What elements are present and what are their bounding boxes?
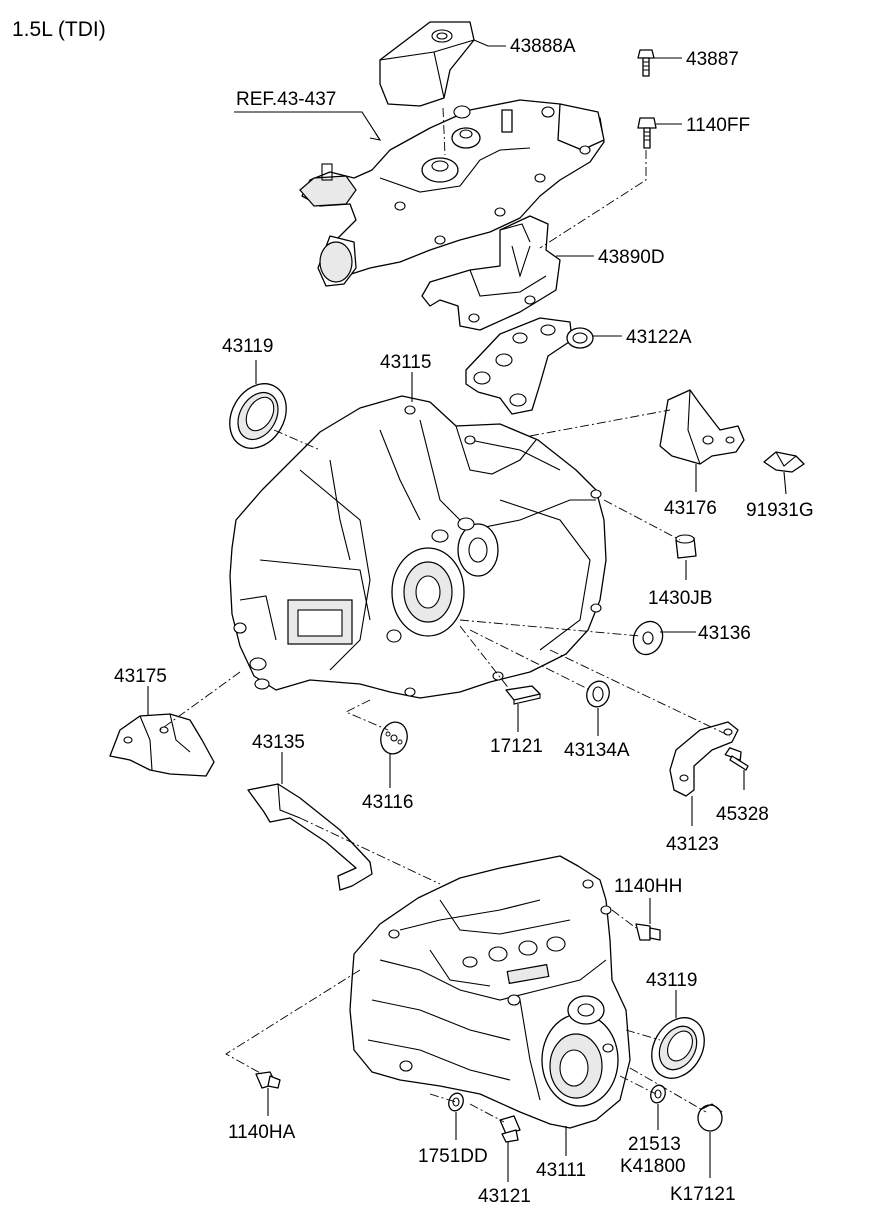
part-43890D-interlock-plate[interactable] — [421, 215, 561, 331]
label-43116[interactable]: 43116 — [362, 792, 413, 813]
washer-21513[interactable] — [648, 1083, 667, 1105]
seal-43134A[interactable] — [583, 678, 613, 710]
label-43122A[interactable]: 43122A — [626, 327, 692, 348]
dowel-pin-1430JB[interactable] — [675, 534, 697, 559]
bolt-1140HA[interactable] — [255, 1071, 281, 1089]
label-1751DD[interactable]: 1751DD — [418, 1146, 488, 1167]
label-43175[interactable]: 43175 — [114, 666, 167, 687]
label-ref-43-437[interactable]: REF.43-437 — [236, 89, 336, 110]
callout-labels: 43888A 43887 REF.43-437 1140FF 43890D 43… — [114, 36, 814, 1207]
clutch-housing-43115[interactable] — [229, 395, 607, 699]
label-43176[interactable]: 43176 — [664, 498, 717, 519]
label-1140HA[interactable]: 1140HA — [228, 1122, 296, 1143]
label-43887[interactable]: 43887 — [686, 49, 739, 70]
washer-1751DD[interactable] — [446, 1091, 465, 1113]
label-43134A[interactable]: 43134A — [564, 740, 630, 761]
oil-seal-43119-top[interactable] — [218, 374, 297, 459]
label-43115[interactable]: 43115 — [380, 352, 431, 373]
label-45328[interactable]: 45328 — [716, 804, 769, 825]
guide-43135[interactable] — [247, 783, 373, 891]
bolt-45328[interactable] — [724, 747, 749, 771]
oil-seal-43119-bottom[interactable] — [641, 1008, 715, 1087]
leader-lines — [147, 39, 787, 1182]
plug-K17121[interactable] — [697, 1103, 723, 1132]
label-43121[interactable]: 43121 — [478, 1186, 531, 1207]
gear-43116[interactable] — [377, 719, 410, 757]
label-1140FF[interactable]: 1140FF — [686, 115, 750, 136]
label-43890D[interactable]: 43890D — [598, 247, 665, 268]
bracket-43176[interactable] — [659, 389, 745, 465]
label-21513[interactable]: 21513 — [628, 1134, 681, 1155]
label-91931G[interactable]: 91931G — [746, 500, 814, 521]
label-43111[interactable]: 43111 — [536, 1160, 586, 1181]
shift-lever-housing-ref-43-437[interactable] — [299, 99, 605, 287]
label-17121[interactable]: 17121 — [490, 736, 543, 757]
part-43888A-shift-bracket[interactable] — [379, 21, 475, 107]
assembly-guide-lines — [159, 107, 731, 1123]
engine-variant-title: 1.5L (TDI) — [12, 18, 106, 41]
bolt-43887[interactable] — [637, 49, 655, 77]
label-43135[interactable]: 43135 — [252, 732, 305, 753]
label-43119-bottom[interactable]: 43119 — [646, 970, 697, 991]
label-43123[interactable]: 43123 — [666, 834, 719, 855]
plug-43121[interactable] — [499, 1115, 521, 1143]
label-43119-top[interactable]: 43119 — [222, 336, 273, 357]
label-K17121[interactable]: K17121 — [670, 1184, 736, 1205]
transaxle-case-43111[interactable] — [349, 855, 631, 1129]
label-1140HH[interactable]: 1140HH — [614, 876, 682, 897]
washer-43136[interactable] — [628, 617, 668, 660]
bolt-1140FF[interactable] — [637, 117, 657, 149]
label-1430JB[interactable]: 1430JB — [648, 588, 712, 609]
magnet-17121[interactable] — [505, 685, 541, 705]
part-43122A-bracket[interactable] — [465, 317, 594, 415]
label-43136[interactable]: 43136 — [698, 623, 751, 644]
bolt-1140HH[interactable] — [635, 923, 661, 941]
bracket-43123[interactable] — [669, 721, 739, 797]
clip-91931G[interactable] — [763, 451, 805, 473]
bracket-43175[interactable] — [109, 713, 215, 777]
label-K41800[interactable]: K41800 — [620, 1156, 686, 1177]
label-43888A[interactable]: 43888A — [510, 36, 576, 57]
